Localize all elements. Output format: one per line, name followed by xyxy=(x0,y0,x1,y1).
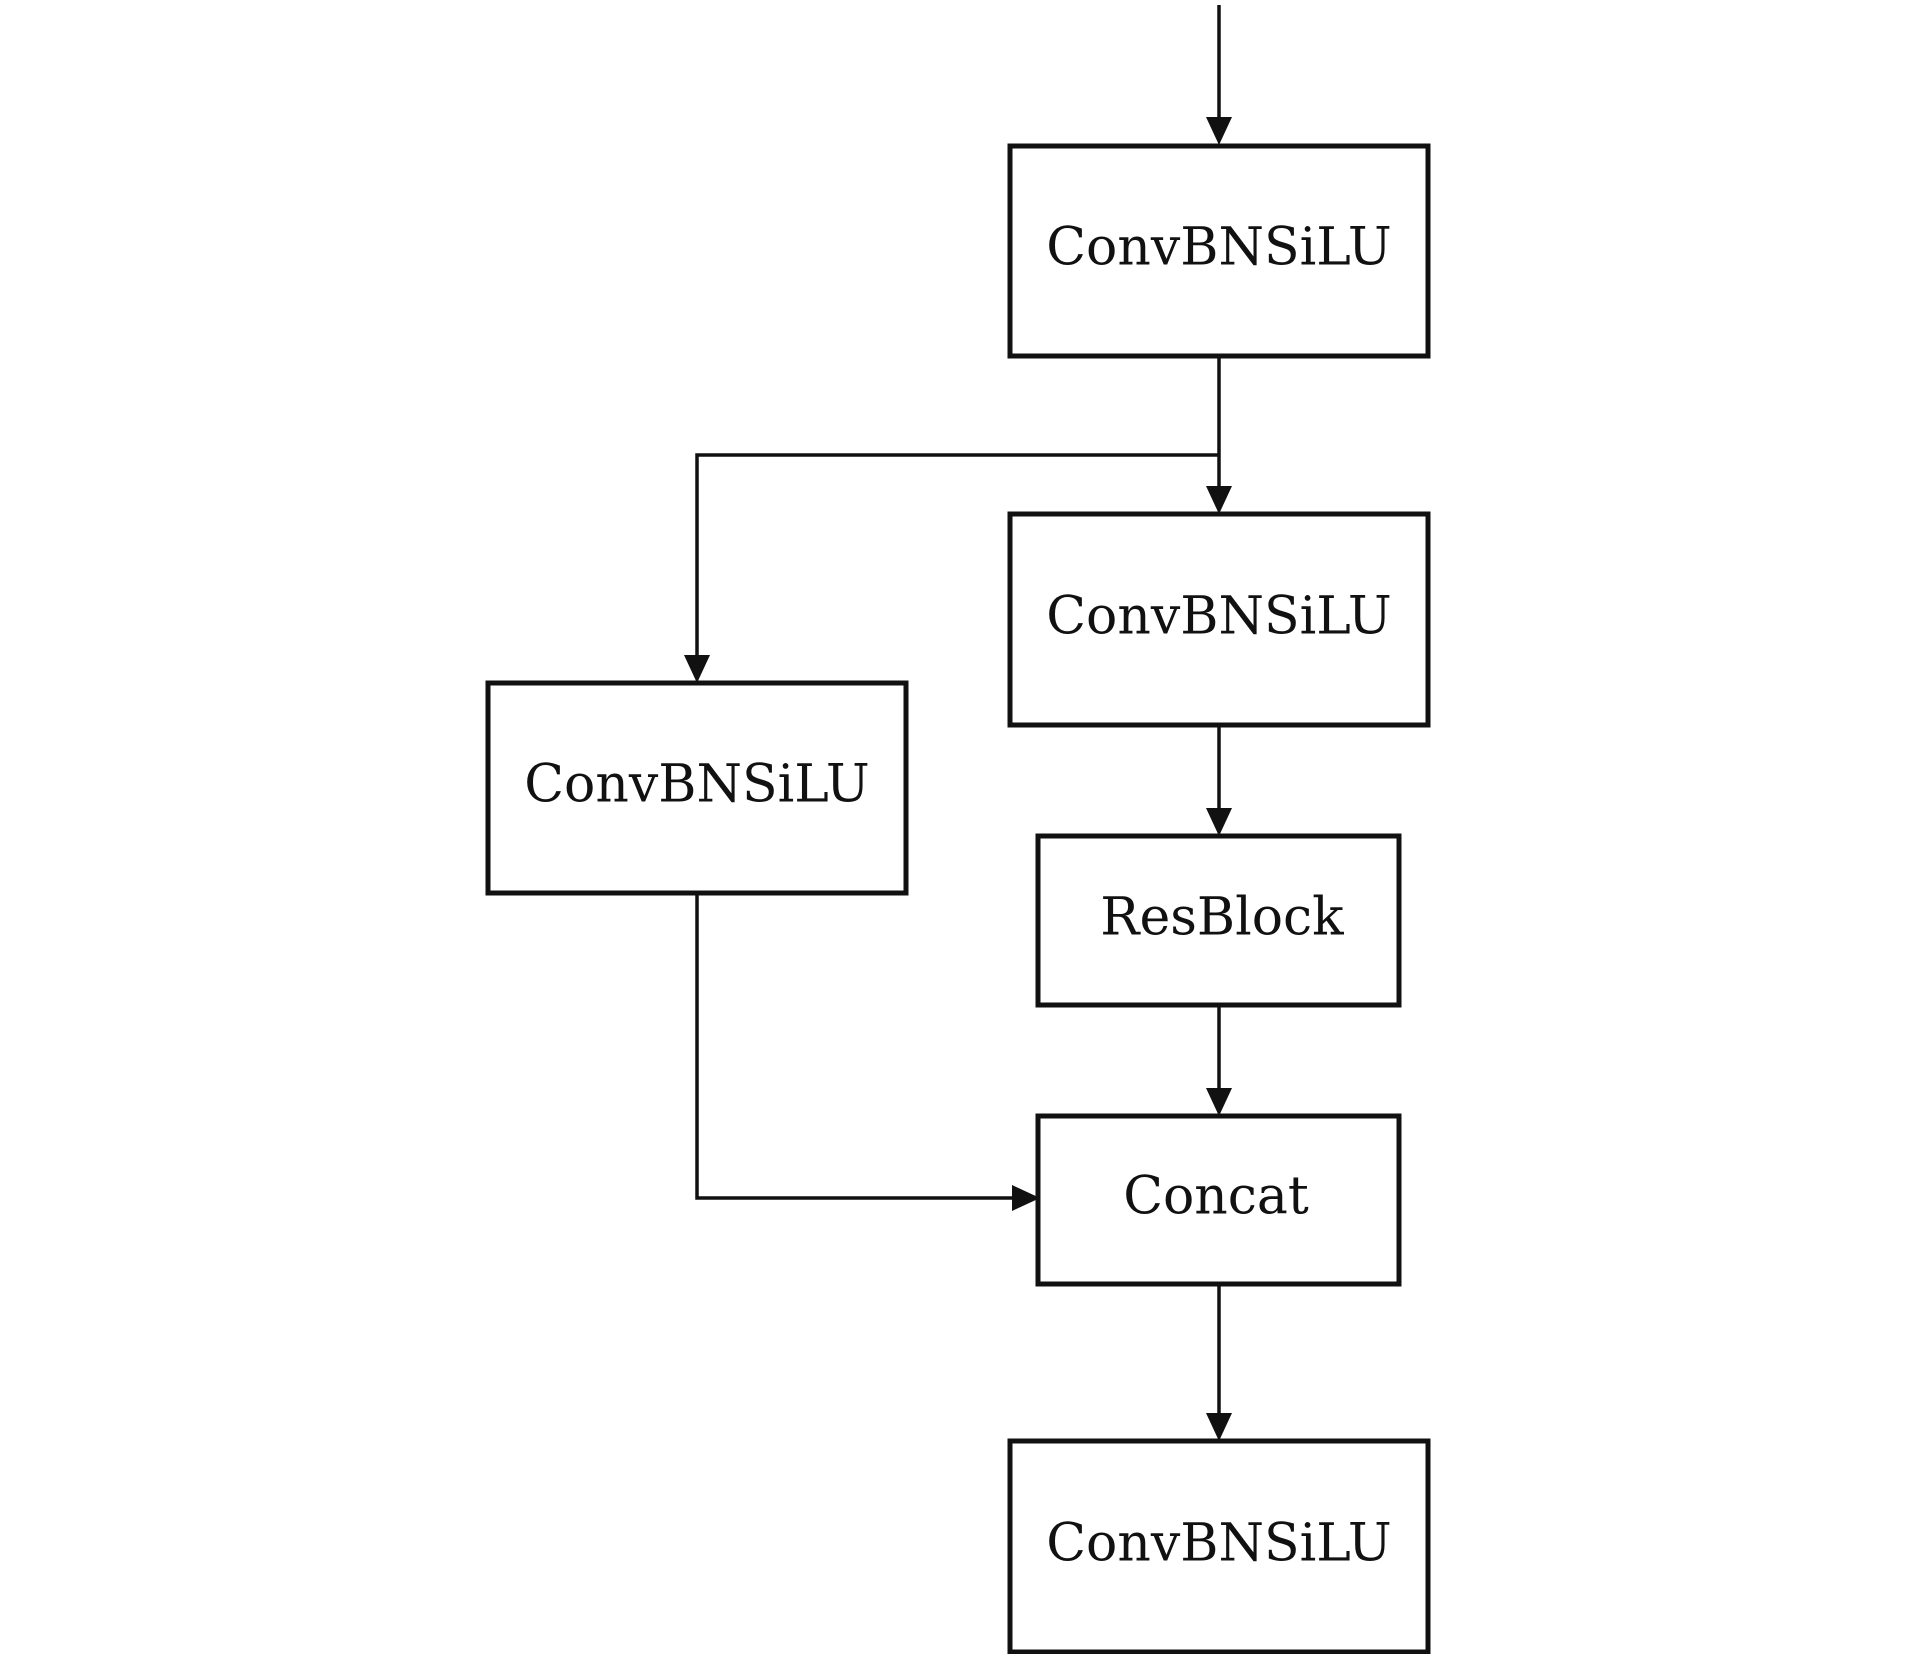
node-conv2: ConvBNSiLU xyxy=(1007,511,1431,728)
node-concat-box xyxy=(1035,1113,1402,1287)
node-resblock: ResBlock xyxy=(1035,833,1402,1008)
arrowhead-conv1 xyxy=(1206,117,1232,145)
node-conv2-label: ConvBNSiLU xyxy=(1046,587,1391,647)
node-conv-out-label: ConvBNSiLU xyxy=(1046,1514,1391,1574)
edges xyxy=(684,5,1232,1441)
arrowhead-concat-left xyxy=(1012,1185,1040,1211)
node-concat-label: Concat xyxy=(1123,1167,1309,1227)
node-conv-branch: ConvBNSiLU xyxy=(485,680,909,896)
edge-branch-to-concat xyxy=(695,893,1015,1200)
arrowhead-conv2 xyxy=(1206,486,1232,514)
node-conv2-box xyxy=(1007,511,1431,728)
node-resblock-label: ResBlock xyxy=(1100,888,1344,948)
node-resblock-box xyxy=(1035,833,1402,1008)
arrowhead-resblock xyxy=(1206,808,1232,836)
node-conv-out: ConvBNSiLU xyxy=(1007,1438,1431,1654)
node-concat: Concat xyxy=(1035,1113,1402,1287)
node-conv1-box xyxy=(1007,143,1431,359)
node-conv-out-box xyxy=(1007,1438,1431,1654)
node-conv-branch-box xyxy=(485,680,909,896)
arrowhead-branch xyxy=(684,655,710,683)
edge-conv1-to-branch xyxy=(695,453,1219,660)
node-conv1-label: ConvBNSiLU xyxy=(1046,218,1391,278)
arrowhead-concat-top xyxy=(1206,1088,1232,1116)
arrowhead-conv-out xyxy=(1206,1413,1232,1441)
node-conv1: ConvBNSiLU xyxy=(1007,143,1431,359)
node-conv-branch-label: ConvBNSiLU xyxy=(524,755,869,815)
